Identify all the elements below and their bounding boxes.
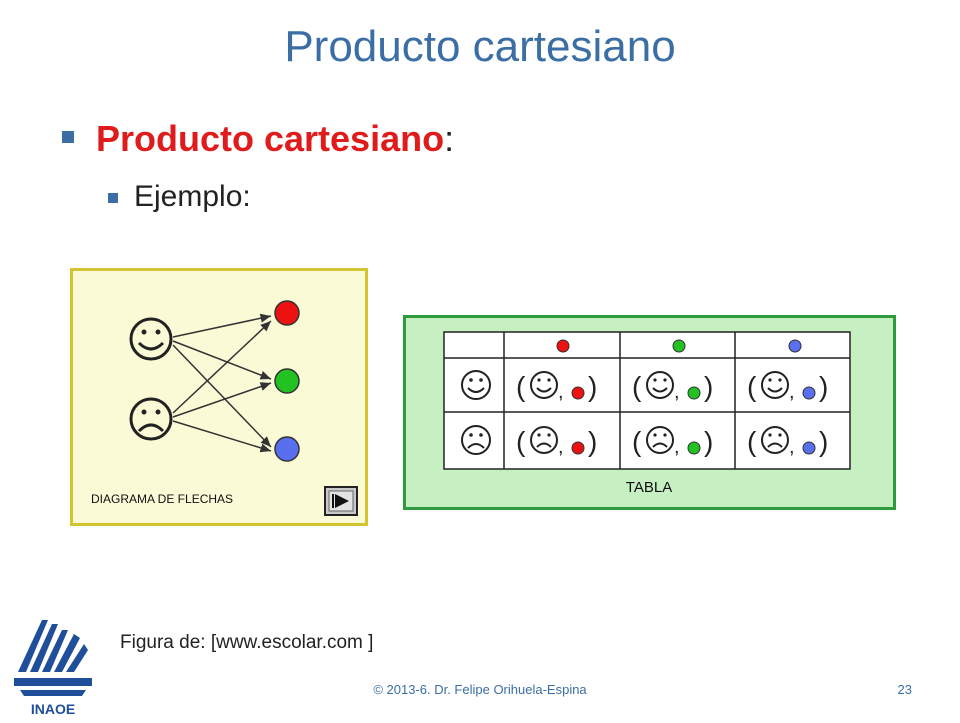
arrow-sad-red bbox=[172, 320, 272, 414]
arrow-sad-green bbox=[172, 382, 272, 418]
bullet-heading: Producto cartesiano: bbox=[96, 118, 454, 160]
sad-face-icon bbox=[761, 426, 789, 454]
col-header-red-dot-icon bbox=[556, 339, 570, 353]
row-header-happy-face-icon bbox=[461, 370, 491, 400]
bullet-heading-colon: : bbox=[444, 118, 455, 159]
svg-text:): ) bbox=[704, 371, 713, 402]
svg-text:): ) bbox=[704, 426, 713, 457]
pair-happy-blue: ( , ) bbox=[747, 371, 828, 403]
bullet-square-icon bbox=[62, 131, 74, 143]
blue-dot-icon bbox=[274, 436, 300, 462]
arrow-happy-blue bbox=[172, 344, 272, 448]
page-number: 23 bbox=[897, 682, 912, 697]
col-header-green-dot-icon bbox=[672, 339, 686, 353]
svg-text:,: , bbox=[789, 436, 795, 458]
svg-text:(: ( bbox=[632, 426, 642, 457]
footer-copyright: © 2013-6. Dr. Felipe Orihuela-Espina bbox=[373, 682, 587, 697]
play-button[interactable] bbox=[324, 486, 358, 516]
svg-text:): ) bbox=[819, 371, 828, 402]
happy-face-icon bbox=[530, 371, 558, 399]
pair-happy-green: ( , ) bbox=[632, 371, 713, 403]
svg-text:): ) bbox=[588, 426, 597, 457]
svg-text:,: , bbox=[558, 381, 564, 403]
svg-text:): ) bbox=[588, 371, 597, 402]
svg-text:,: , bbox=[674, 436, 680, 458]
arrow-sad-blue bbox=[172, 420, 272, 453]
blue-dot-icon bbox=[802, 386, 816, 400]
svg-text:(: ( bbox=[516, 371, 526, 402]
svg-text:,: , bbox=[789, 381, 795, 403]
sub-bullet-text: Ejemplo: bbox=[134, 180, 251, 213]
svg-text:(: ( bbox=[632, 371, 642, 402]
arrow-happy-green bbox=[172, 340, 272, 380]
bullet-heading-text: Producto cartesiano bbox=[96, 118, 445, 159]
sad-face-icon bbox=[646, 426, 674, 454]
arrow-happy-red bbox=[172, 313, 272, 338]
happy-face-icon bbox=[129, 317, 173, 361]
arrow-diagram-figure: DIAGRAMA DE FLECHAS bbox=[70, 268, 368, 526]
svg-text:,: , bbox=[674, 381, 680, 403]
pair-sad-blue: ( , ) bbox=[747, 426, 828, 458]
svg-text:): ) bbox=[819, 426, 828, 457]
sad-face-icon bbox=[530, 426, 558, 454]
pair-sad-red: ( , ) bbox=[516, 426, 597, 458]
svg-text:(: ( bbox=[516, 426, 526, 457]
svg-text:(: ( bbox=[747, 426, 757, 457]
inaoe-logo: INAOE bbox=[12, 612, 94, 718]
green-dot-icon bbox=[274, 368, 300, 394]
happy-face-icon bbox=[646, 371, 674, 399]
diagram-label: DIAGRAMA DE FLECHAS bbox=[91, 492, 233, 506]
happy-face-icon bbox=[761, 371, 789, 399]
arrow-diagram-svg: DIAGRAMA DE FLECHAS bbox=[91, 300, 358, 516]
inaoe-logo-graphic: INAOE bbox=[14, 620, 92, 717]
green-dot-icon bbox=[687, 441, 701, 455]
pair-happy-red: ( , ) bbox=[516, 371, 597, 403]
sub-bullet-square-icon bbox=[108, 193, 118, 203]
blue-dot-icon bbox=[802, 441, 816, 455]
green-dot-icon bbox=[687, 386, 701, 400]
table-label: TABLA bbox=[626, 479, 672, 496]
row-header-sad-face-icon bbox=[461, 425, 491, 455]
cartesian-table-figure: ( , ) ( , ) ( , ) ( bbox=[403, 315, 896, 510]
red-dot-icon bbox=[571, 441, 585, 455]
col-header-blue-dot-icon bbox=[788, 339, 802, 353]
slide-title: Producto cartesiano bbox=[284, 22, 676, 71]
cartesian-table-svg: ( , ) ( , ) ( , ) ( bbox=[443, 331, 851, 496]
pair-sad-green: ( , ) bbox=[632, 426, 713, 458]
svg-text:,: , bbox=[558, 436, 564, 458]
svg-text:(: ( bbox=[747, 371, 757, 402]
figure-caption: Figura de: [www.escolar.com ] bbox=[120, 632, 374, 653]
sad-face-icon bbox=[129, 397, 173, 441]
red-dot-icon bbox=[571, 386, 585, 400]
logo-text: INAOE bbox=[31, 701, 75, 717]
play-icon bbox=[335, 494, 349, 508]
red-dot-icon bbox=[274, 300, 300, 326]
arrows bbox=[172, 313, 272, 453]
